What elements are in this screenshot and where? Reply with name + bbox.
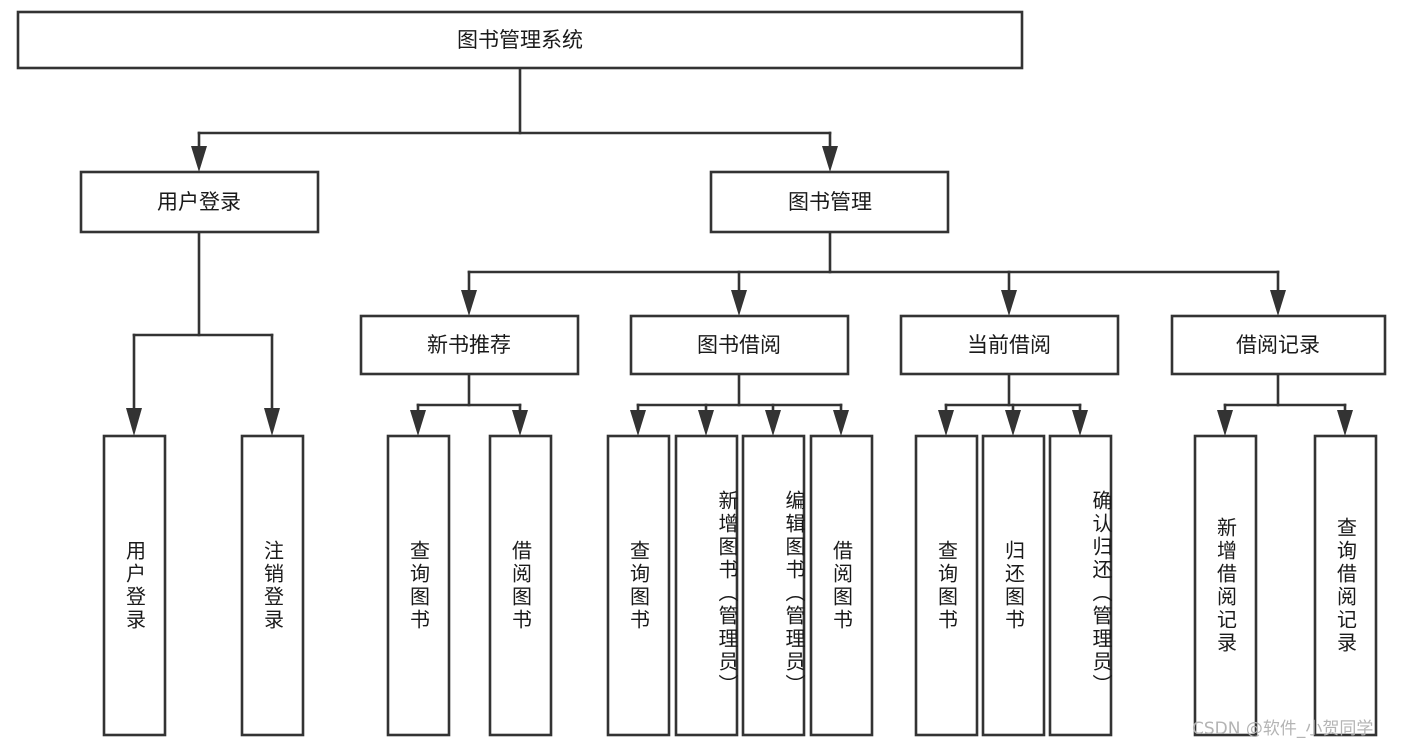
arrowhead-leaf-query-book-2 bbox=[630, 410, 646, 436]
node-user-login[interactable] bbox=[79, 170, 320, 234]
connector-group-current-borrow bbox=[938, 372, 1088, 436]
arrowhead-borrow-record bbox=[1270, 290, 1286, 316]
node-leaf-query-record[interactable] bbox=[1313, 434, 1378, 737]
arrowhead-leaf-return-book bbox=[1005, 410, 1021, 436]
node-leaf-return-book[interactable] bbox=[981, 434, 1046, 737]
node-root[interactable] bbox=[16, 10, 1024, 70]
arrowhead-new-book-recommend bbox=[461, 290, 477, 316]
connector-group-user-login bbox=[126, 230, 280, 436]
arrowhead-current-borrow bbox=[1001, 290, 1017, 316]
node-new-book-recommend[interactable] bbox=[359, 314, 580, 376]
connector-group-borrow-record bbox=[1217, 372, 1353, 436]
arrowhead-leaf-edit-book bbox=[765, 410, 781, 436]
node-leaf-query-book-3[interactable] bbox=[914, 434, 979, 737]
node-new-book-recommend-label: 新书推荐 bbox=[427, 333, 511, 357]
arrowhead-leaf-add-record bbox=[1217, 410, 1233, 436]
connector-group-root bbox=[191, 66, 838, 172]
csdn-watermark: CSDN @软件_小贺同学 bbox=[1192, 719, 1374, 739]
node-leaf-add-book[interactable] bbox=[674, 434, 739, 737]
node-book-borrow-label: 图书借阅 bbox=[697, 333, 781, 357]
node-current-borrow[interactable] bbox=[899, 314, 1120, 376]
node-book-management[interactable] bbox=[709, 170, 950, 234]
node-borrow-record[interactable] bbox=[1170, 314, 1387, 376]
node-borrow-record-label: 借阅记录 bbox=[1236, 333, 1320, 357]
node-user-login-label: 用户登录 bbox=[157, 190, 241, 214]
arrowhead-leaf-query-book-3 bbox=[938, 410, 954, 436]
arrowhead-leaf-user-login bbox=[126, 408, 142, 436]
node-book-borrow[interactable] bbox=[629, 314, 850, 376]
arrowhead-user-login bbox=[191, 146, 207, 172]
arrowhead-leaf-confirm-return bbox=[1072, 410, 1088, 436]
arrowhead-leaf-query-book-1 bbox=[410, 410, 426, 436]
node-leaf-add-record[interactable] bbox=[1193, 434, 1258, 737]
node-leaf-confirm-return[interactable] bbox=[1048, 434, 1113, 737]
node-book-management-label: 图书管理 bbox=[788, 190, 872, 214]
node-current-borrow-label: 当前借阅 bbox=[967, 333, 1051, 357]
node-leaf-logout-login[interactable] bbox=[240, 434, 305, 737]
arrowhead-book-management bbox=[822, 146, 838, 172]
node-leaf-user-login[interactable] bbox=[102, 434, 167, 737]
node-leaf-edit-book[interactable] bbox=[741, 434, 806, 737]
connector-group-book-management bbox=[461, 230, 1286, 316]
node-leaf-query-book-2[interactable] bbox=[606, 434, 671, 737]
connector-group-new-book-recommend bbox=[410, 372, 528, 436]
arrowhead-leaf-query-record bbox=[1337, 410, 1353, 436]
node-root-label: 图书管理系统 bbox=[457, 28, 583, 52]
arrowhead-leaf-borrow-book-1 bbox=[512, 410, 528, 436]
node-leaf-query-book-1[interactable] bbox=[386, 434, 451, 737]
node-leaf-borrow-book-1[interactable] bbox=[488, 434, 553, 737]
arrowhead-leaf-logout-login bbox=[264, 408, 280, 436]
connector-group-book-borrow bbox=[630, 372, 849, 436]
node-leaf-borrow-book-2[interactable] bbox=[809, 434, 874, 737]
arrowhead-leaf-add-book bbox=[698, 410, 714, 436]
arrowhead-book-borrow bbox=[731, 290, 747, 316]
arrowhead-leaf-borrow-book-2 bbox=[833, 410, 849, 436]
